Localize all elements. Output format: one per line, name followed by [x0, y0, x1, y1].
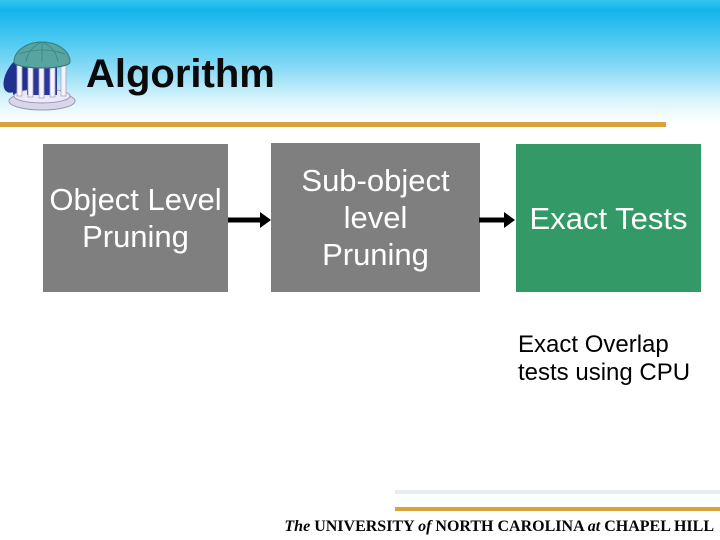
footer-university-name: The UNIVERSITY of NORTH CAROLINA at CHAP… — [284, 518, 714, 536]
flow-box-exact-tests: Exact Tests — [516, 144, 701, 292]
flow-box-label-line: Object Level — [49, 182, 222, 217]
footer-segment: UNIVERSITY — [314, 518, 419, 535]
arrow-right-icon — [228, 212, 271, 228]
footer-segment: CHAPEL HILL — [604, 518, 714, 535]
caption-exact-overlap: Exact Overlap tests using CPU — [518, 331, 690, 387]
footer-highlight-line — [395, 490, 720, 494]
page-title: Algorithm — [86, 52, 275, 96]
caption-line: Exact Overlap — [518, 331, 669, 358]
flow-box-label-line: Pruning — [322, 237, 429, 272]
caption-line: tests using CPU — [518, 359, 691, 386]
flow-box-label-line: Exact Tests — [529, 200, 688, 236]
flow-box-label-line: Sub-object — [301, 163, 450, 198]
footer-segment: of — [418, 518, 436, 535]
unc-old-well-logo — [3, 41, 76, 111]
header-gold-rule — [0, 122, 666, 127]
footer-gold-rule — [395, 507, 720, 511]
header-band — [0, 0, 720, 122]
arrow-right-icon — [479, 212, 515, 228]
flow-box-label-line: level — [343, 200, 408, 235]
flow-box-object-level-pruning: Object Level Pruning — [43, 144, 228, 292]
flow-box-sub-object-level-pruning: Sub-object level Pruning — [271, 143, 480, 292]
footer-segment: at — [587, 518, 605, 535]
flow-box-label-line: Pruning — [82, 219, 189, 254]
footer-segment: The — [284, 518, 315, 535]
footer-segment: NORTH CAROLINA — [435, 518, 588, 535]
